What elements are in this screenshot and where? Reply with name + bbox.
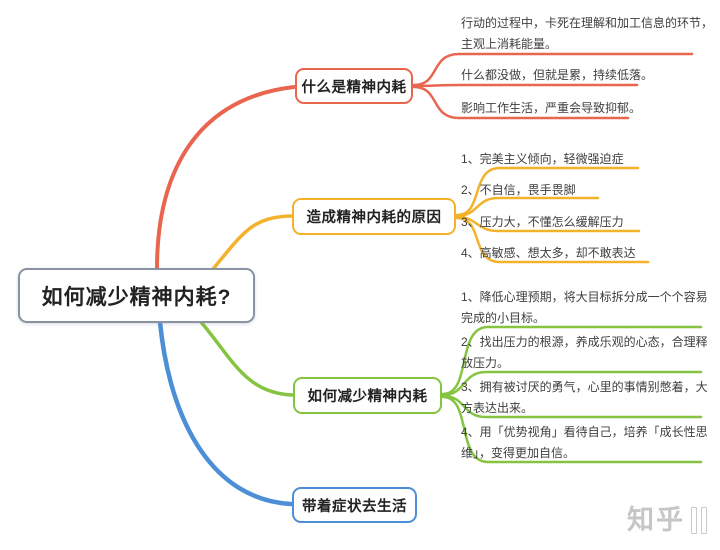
zhihu-watermark: 知乎 xyxy=(627,505,707,535)
leaf-how-to-1[interactable]: 1、降低心理预期，将大目标拆分成一个个容易完成的小目标。 xyxy=(461,290,708,325)
leaf-line-causes-3 xyxy=(455,215,641,233)
branch-node-how-to-reduce-label: 如何减少精神内耗 xyxy=(307,389,428,405)
leaf-what-is-3[interactable]: 影响工作生活，严重会导致抑郁。 xyxy=(461,101,642,115)
branch-curve-live-with-symptoms xyxy=(157,319,294,507)
leaf-causes-4[interactable]: 4、高敏感、想太多，却不敢表达 xyxy=(461,246,636,260)
branch-node-what-is-label: 什么是精神内耗 xyxy=(301,79,407,96)
branch-curve-how-to-reduce xyxy=(199,320,294,397)
branch-node-causes[interactable]: 造成精神内耗的原因 xyxy=(292,198,456,235)
leaf-how-to-2[interactable]: 2、找出压力的根源，养成乐观的心态，合理释放压力。 xyxy=(461,335,708,370)
leaf-line-what-is-3 xyxy=(412,85,630,120)
leaf-what-is-2[interactable]: 什么都没做，但就是累，持续低落。 xyxy=(461,68,654,82)
root-node[interactable]: 如何减少精神内耗? xyxy=(18,268,255,323)
branch-node-causes-label: 造成精神内耗的原因 xyxy=(306,210,442,226)
leaf-line-how-to-3 xyxy=(441,394,703,419)
leaf-what-is-1[interactable]: 行动的过程中，卡死在理解和加工信息的环节，主观上消耗能量。 xyxy=(461,16,714,51)
branch-curve-what-is xyxy=(155,85,296,271)
leaf-line-what-is-2 xyxy=(412,83,639,88)
branch-node-live-with-symptoms-label: 带着症状去生活 xyxy=(302,498,407,515)
leaf-causes-3[interactable]: 3、压力大，不懂怎么缓解压力 xyxy=(461,215,624,229)
leaf-line-how-to-2 xyxy=(441,370,703,397)
leaf-line-causes-1 xyxy=(455,166,640,217)
zhihu-watermark-label: 知乎 xyxy=(627,505,685,535)
leaf-causes-2[interactable]: 2、不自信，畏手畏脚 xyxy=(461,183,576,197)
root-node-label: 如何减少精神内耗? xyxy=(41,285,232,309)
leaf-how-to-4[interactable]: 4、用「优势视角」看待自己，培养「成长性思维」，变得更加自信。 xyxy=(461,425,708,460)
leaf-line-how-to-4 xyxy=(441,395,703,464)
leaf-line-causes-4 xyxy=(455,216,650,264)
leaf-line-causes-2 xyxy=(455,196,600,218)
leaf-line-what-is-1 xyxy=(412,52,694,87)
zhihu-logo-bar xyxy=(701,507,707,534)
branch-node-how-to-reduce[interactable]: 如何减少精神内耗 xyxy=(293,377,442,414)
leaf-causes-1[interactable]: 1、完美主义倾向，轻微强迫症 xyxy=(461,152,624,166)
branch-node-live-with-symptoms[interactable]: 带着症状去生活 xyxy=(292,487,417,523)
zhihu-logo-bar xyxy=(691,507,697,534)
zhihu-logo-icon xyxy=(691,507,707,534)
leaf-line-how-to-1 xyxy=(441,325,703,396)
leaf-how-to-3[interactable]: 3、拥有被讨厌的勇气，心里的事情别憋着，大方表达出来。 xyxy=(461,380,708,415)
branch-node-what-is[interactable]: 什么是精神内耗 xyxy=(295,68,413,104)
branch-curve-causes xyxy=(211,214,293,271)
